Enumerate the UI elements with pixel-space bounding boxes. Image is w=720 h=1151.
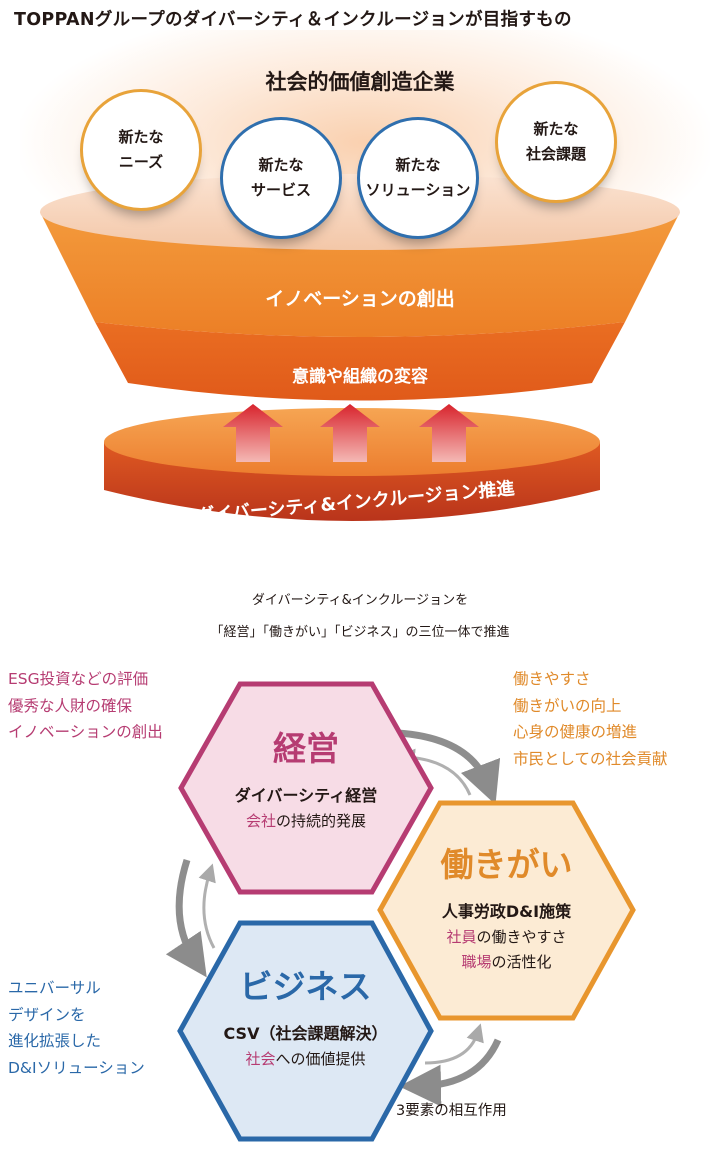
list-item: イノベーションの創出 [8, 723, 163, 742]
accent-text: 職場 [461, 953, 492, 971]
funnel-diagram: イノベーションの創出 意識や組織の変容 ダイバーシティ&インクルージョン推進 [40, 174, 680, 527]
circle-new-solutions: 新たな ソリューション [357, 117, 479, 239]
hexagon-business-title: ビジネス [239, 967, 372, 1006]
list-item: ESG投資などの評価 [8, 670, 149, 688]
list-item: 働きやすさ [513, 670, 591, 688]
list-item: 優秀な人財の確保 [8, 696, 133, 715]
accent-text: 社員 [446, 928, 477, 946]
hexagon-business-line1: CSV（社会課題解決） [223, 1024, 388, 1043]
hexagon-business [177, 920, 434, 1142]
circle-label: 新たな サービス [250, 156, 311, 199]
cycle-arrow-left-inner [198, 863, 216, 949]
hexagon-management-line1: ダイバーシティ経営 [234, 786, 378, 805]
accent-text: 社会 [245, 1050, 276, 1068]
band-awareness-label: 意識や組織の変容 [292, 366, 428, 387]
list-item: 心身の健康の増進 [513, 723, 638, 742]
circle-new-services: 新たな サービス [220, 117, 342, 239]
left-top-list: ESG投資などの評価 優秀な人財の確保 イノベーションの創出 [8, 666, 163, 746]
middle-line-1: ダイバーシティ&インクルージョンを [251, 593, 469, 608]
body-text: の活性化 [491, 953, 552, 971]
cycle-arrow-bottom-right-inner [424, 1023, 484, 1065]
hexagon-business-content: ビジネス CSV（社会課題解決） 社会への価値提供 [180, 960, 431, 1069]
interaction-label: 3要素の相互作用 [396, 1103, 507, 1119]
right-top-list: 働きやすさ 働きがいの向上 心身の健康の増進 市民としての社会貢献 [513, 666, 668, 773]
hexagon-management [178, 681, 434, 895]
hexagon-engagement-line1: 人事労政D&I施策 [441, 902, 572, 921]
list-item: 市民としての社会貢献 [513, 749, 668, 768]
accent-text: 会社 [245, 812, 276, 830]
circle-new-social-issues: 新たな 社会課題 [495, 81, 617, 203]
hexagon-engagement-content: 働きがい 人事労政D&I施策 社員の働きやすさ 職場の活性化 [380, 838, 633, 972]
hexagon-management-title: 経営 [273, 729, 339, 768]
funnel-top-ellipse [40, 174, 680, 250]
circle-new-needs: 新たな ニーズ [80, 89, 202, 211]
funnel-heading: 社会的価値創造企業 [265, 70, 455, 94]
list-item: D&Iソリューション [8, 1058, 145, 1077]
funnel-band-awareness [95, 322, 625, 401]
up-arrow-left [223, 404, 283, 462]
circle-label: 新たな ソリューション [365, 156, 471, 199]
left-bottom-list: ユニバーサル デザインを 進化拡張した D&Iソリューション [8, 975, 145, 1082]
hexagon-management-content: 経営 ダイバーシティ経営 会社の持続的発展 [181, 722, 431, 831]
middle-line-2: 「経営」「働きがい」「ビジネス」の三位一体で推進 [210, 625, 510, 640]
list-item: ユニバーサル [8, 979, 101, 997]
body-text: への価値提供 [275, 1050, 366, 1068]
cycle-arrow-left [165, 858, 207, 978]
hexagon-engagement-title: 働きがい [440, 845, 573, 884]
band-innovation-label: イノベーションの創出 [265, 287, 455, 310]
circle-label: 新たな ニーズ [118, 128, 164, 171]
circle-label: 新たな 社会課題 [525, 120, 586, 163]
up-arrow-right [419, 404, 479, 462]
list-item: 働きがいの向上 [513, 696, 622, 715]
list-item: デザインを [8, 1005, 86, 1024]
cycle-arrow-bottom-right [399, 1038, 502, 1107]
hexagon-engagement [377, 800, 636, 1021]
page-title: TOPPANグループのダイバーシティ＆インクルージョンが目指すもの [14, 10, 572, 30]
list-item: 進化拡張した [8, 1032, 102, 1051]
body-text: の働きやすさ [476, 928, 567, 946]
cycle-arrow-top-right [397, 729, 501, 805]
up-arrow-center [320, 404, 380, 462]
body-text: の持続的発展 [276, 812, 367, 830]
